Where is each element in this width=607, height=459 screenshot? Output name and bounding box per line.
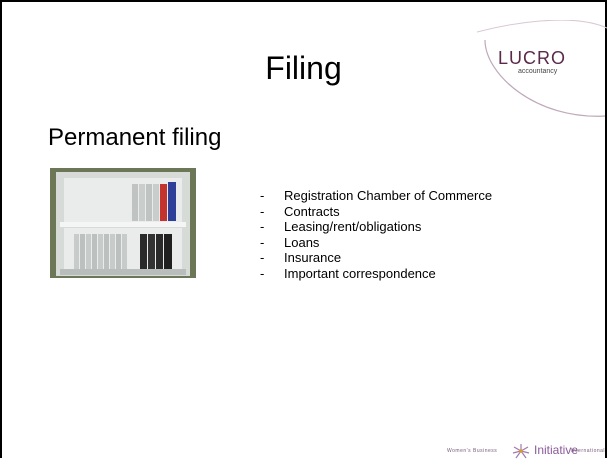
footer-word: Initiative (534, 443, 579, 457)
company-logo: LUCRO accountancy (490, 48, 574, 79)
list-item: Leasing/rent/obligations (260, 219, 492, 235)
slide-subtitle: Permanent filing (48, 124, 222, 151)
slide-title: Filing (265, 50, 342, 86)
flower-icon (512, 444, 530, 459)
logo-swoosh-icon (477, 20, 607, 117)
logo-subtitle: accountancy (518, 68, 558, 75)
footer-left-text: Women's Business (447, 448, 498, 454)
bookshelf-photo-icon (50, 168, 196, 278)
logo-word: LUCRO (498, 48, 567, 68)
list-item: Insurance (260, 250, 492, 266)
footer-right-text: International (571, 448, 606, 454)
footer-logo: Women's Business Initiative Internationa… (443, 443, 607, 459)
list-item: Loans (260, 235, 492, 251)
bullet-list: Registration Chamber of Commerce Contrac… (260, 188, 492, 282)
list-item: Registration Chamber of Commerce (260, 188, 492, 204)
list-item: Important correspondence (260, 266, 492, 282)
list-item: Contracts (260, 204, 492, 220)
